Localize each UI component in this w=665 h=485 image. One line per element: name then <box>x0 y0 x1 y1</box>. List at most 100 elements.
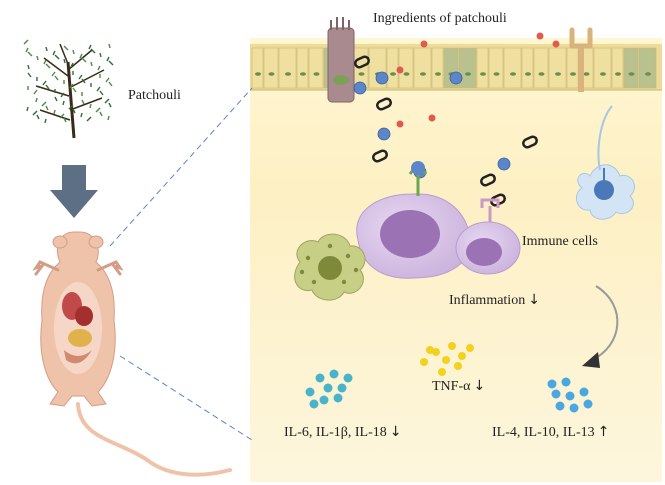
epithelial-cell <box>431 47 444 89</box>
dendritic-cell-icon <box>575 105 635 220</box>
tnf-cytokines <box>420 342 474 376</box>
epithelial-cell <box>458 47 477 89</box>
pro-inflammatory-cytokines <box>305 369 353 409</box>
plant-leaf <box>90 61 93 67</box>
plant-branch <box>35 85 70 97</box>
epithelial-nucleus <box>268 72 275 76</box>
molecule-ring <box>376 97 392 111</box>
granule-dot <box>311 279 317 285</box>
plant-leaf <box>105 77 110 83</box>
molecule-red <box>552 40 560 48</box>
il-pro-label: IL-6, IL-1β, IL-18 <box>284 425 387 440</box>
molecule-ring <box>372 149 388 163</box>
epithelial-nucleus <box>600 72 606 76</box>
tnf-dot <box>448 342 456 350</box>
epithelial-nucleus <box>645 72 651 76</box>
molecule-red <box>396 120 404 128</box>
plant-leaf <box>45 46 48 52</box>
plant-leaf <box>63 45 69 51</box>
receptor-icon <box>569 27 593 92</box>
plant-leaf <box>52 50 56 56</box>
epithelial-nucleus <box>480 72 486 76</box>
molecule-ring <box>490 193 506 207</box>
epithelial-cell <box>476 47 489 89</box>
epithelial-nucleus <box>628 72 635 76</box>
epithelial-cell <box>503 47 522 89</box>
zoom-line-bottom <box>119 355 253 441</box>
epithelial-nucleus <box>583 72 590 76</box>
epithelial-cell <box>308 47 324 89</box>
immune-cells-label: Immune cells <box>522 234 598 249</box>
epithelial-nucleus <box>300 72 306 76</box>
amoeba-cell-icon <box>294 233 366 301</box>
down-arrow-icon <box>50 165 98 218</box>
pro-cytokine-dot <box>309 399 319 409</box>
zoom-line-top <box>109 87 253 247</box>
pro-cytokine-dot <box>315 373 325 383</box>
anti-cytokine-dot <box>555 401 565 411</box>
tnf-row: TNF-α↓ <box>432 378 485 395</box>
tnf-dot <box>454 362 462 370</box>
epithelial-cell <box>548 47 567 89</box>
pro-cytokine-dot <box>333 393 343 403</box>
tnf-dot <box>442 356 450 364</box>
plant-leaf <box>99 52 102 58</box>
il-anti-label: IL-4, IL-10, IL-13 <box>492 425 595 440</box>
molecule-blue <box>353 81 367 95</box>
plant-leaf <box>96 86 101 92</box>
pro-cytokine-dot <box>337 383 347 393</box>
epithelial-nucleus <box>420 72 426 76</box>
pro-cytokine-dot <box>323 383 333 393</box>
il-anti-row: IL-4, IL-10, IL-13↑ <box>492 424 609 441</box>
mouse-icon <box>32 231 232 477</box>
epithelial-cell <box>533 47 549 89</box>
plant-leaf <box>70 62 74 68</box>
plant-leaf <box>63 117 67 123</box>
molecule-red <box>396 66 404 74</box>
plant-leaf <box>89 103 92 109</box>
epithelial-cell <box>566 47 579 89</box>
plant-leaf <box>79 53 83 59</box>
anti-cytokine-dot <box>583 399 593 409</box>
plant-leaf <box>54 96 58 102</box>
plant-leaf <box>51 71 56 77</box>
plant-branch <box>67 49 93 71</box>
molecule-blue <box>375 71 389 85</box>
granule-dot <box>305 255 311 261</box>
molecule-ring <box>522 135 538 149</box>
plant-leaf <box>108 60 114 66</box>
molecule-blue <box>449 71 463 85</box>
epithelial-cell <box>413 47 432 89</box>
epithelial-nucleus <box>435 72 441 76</box>
plant-leaf <box>104 98 110 104</box>
plant-leaf <box>108 102 112 108</box>
anti-cytokine-dot <box>569 403 579 413</box>
granule-dot <box>299 269 305 275</box>
tnf-dot <box>438 368 446 376</box>
plant-leaf <box>90 48 96 54</box>
anti-cytokine-dot <box>561 377 571 387</box>
pro-cytokine-dot <box>319 395 329 405</box>
granule-dot <box>327 243 333 249</box>
plant-leaf <box>41 101 47 107</box>
epithelial-cell <box>593 47 612 89</box>
epithelium-layer <box>250 44 662 91</box>
epithelial-cell <box>623 47 639 89</box>
plant-leaf <box>45 105 49 111</box>
epithelial-cell <box>296 47 309 89</box>
inflammation-row: Inflammation↓ <box>449 292 540 309</box>
plant-branch <box>69 97 103 111</box>
epithelial-nucleus <box>390 72 396 76</box>
plant-branch <box>39 109 71 121</box>
epithelial-cell <box>251 47 264 89</box>
granule-dot <box>341 279 347 285</box>
plant-leaf <box>108 43 111 49</box>
molecule-blue <box>377 127 391 141</box>
plant-leaf <box>95 107 101 113</box>
molecule-ring <box>354 55 370 69</box>
plant-leaf <box>69 83 74 89</box>
tnf-dot <box>420 358 428 366</box>
plant-leaf <box>81 78 86 84</box>
plant-leaf <box>81 57 87 63</box>
